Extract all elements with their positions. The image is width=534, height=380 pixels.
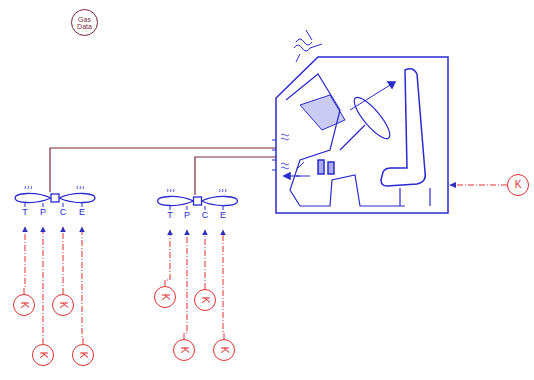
constant-signal: K — [72, 344, 94, 366]
signal-connector — [165, 230, 170, 286]
constant-signal: K — [154, 286, 176, 308]
constant-signal: K — [32, 344, 54, 366]
node-label: K — [38, 352, 48, 359]
flow-wire — [195, 157, 276, 195]
flow-wire — [50, 148, 276, 192]
port-label: T — [21, 208, 29, 217]
signal-connector — [205, 230, 206, 289]
constant-signal: K — [173, 339, 195, 361]
constant-signal: K — [52, 294, 74, 316]
signal-line — [452, 185, 507, 186]
port-label: P — [183, 211, 191, 220]
signal-connector — [223, 230, 224, 339]
node-label: K — [160, 294, 170, 301]
node-label: K — [219, 347, 229, 354]
node-label: Gas Data — [75, 16, 95, 30]
signal-connector — [184, 230, 187, 339]
node-label: K — [200, 297, 210, 304]
port-label: E — [78, 208, 86, 217]
gas-data-reference: Gas Data — [71, 9, 98, 36]
signal-connector — [82, 227, 83, 344]
constant-signal: K — [194, 289, 216, 311]
node-label: K — [515, 180, 522, 190]
boundary-symbol: TPCE — [10, 186, 100, 226]
port-label: C — [201, 211, 209, 220]
port-label: C — [59, 208, 67, 217]
node-label: K — [78, 352, 88, 359]
node-label: K — [19, 302, 29, 309]
port-label: E — [219, 211, 227, 220]
signal-connector — [63, 227, 64, 294]
boundary-symbol: TP C E — [155, 189, 240, 229]
port-label: P — [39, 208, 47, 217]
arrow-head — [449, 182, 456, 188]
constant-signal: K — [213, 339, 235, 361]
node-label: K — [179, 347, 189, 354]
constant-signal: K — [507, 174, 529, 196]
signal-connector — [24, 227, 25, 294]
constant-signal: K — [13, 294, 35, 316]
boundary-fan-icon — [155, 189, 240, 229]
port-label: T — [166, 211, 174, 220]
cabin-symbol — [272, 30, 448, 213]
signal-connector — [43, 227, 44, 344]
node-label: K — [58, 302, 68, 309]
boundary-fan-icon — [10, 186, 100, 226]
